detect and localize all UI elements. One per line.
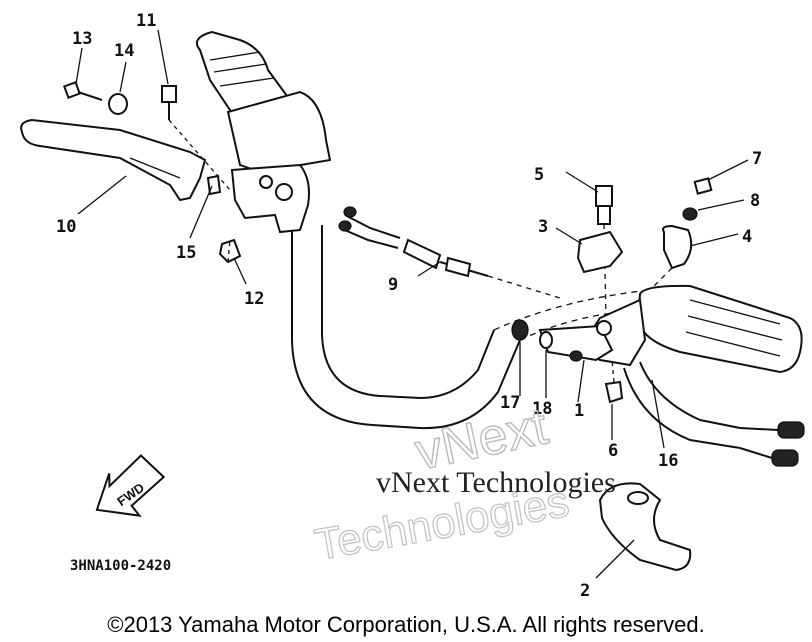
callout-17: 17 — [500, 393, 520, 413]
watermark-line1: vNext Technologies — [376, 466, 616, 499]
copyright-notice: ©2013 Yamaha Motor Corporation, U.S.A. A… — [107, 612, 705, 637]
callout-18: 18 — [532, 399, 552, 419]
callout-8: 8 — [750, 191, 760, 211]
left-grip-assembly — [196, 30, 332, 234]
right-grip-assembly — [538, 284, 803, 404]
callout-10: 10 — [56, 217, 76, 237]
callout-2: 2 — [580, 581, 590, 601]
throttle-cable — [338, 206, 561, 299]
forward-arrow: FWD — [95, 454, 166, 517]
handlebar — [291, 225, 651, 430]
left-hardware — [63, 81, 242, 264]
callout-12: 12 — [244, 289, 264, 309]
right-hardware — [576, 177, 713, 319]
brake-lever — [598, 482, 692, 572]
clutch-lever — [20, 118, 207, 202]
callout-7: 7 — [752, 149, 762, 169]
callout-15: 15 — [176, 243, 196, 263]
callout-11: 11 — [136, 11, 156, 31]
callout-9: 9 — [388, 275, 398, 295]
wire-harness — [623, 361, 805, 467]
callout-1: 1 — [574, 401, 584, 421]
leader-lines — [75, 29, 749, 579]
callout-5: 5 — [534, 165, 544, 185]
callout-16: 16 — [658, 451, 678, 471]
diagram-code: 3HNA100-2420 — [70, 558, 171, 574]
callout-4: 4 — [742, 227, 752, 247]
small-parts-17-18 — [511, 319, 583, 362]
callout-3: 3 — [538, 217, 548, 237]
callout-13: 13 — [72, 29, 92, 49]
part-callouts: 13 14 11 10 15 12 5 7 8 3 4 9 17 18 1 6 … — [56, 11, 762, 601]
callout-14: 14 — [114, 41, 134, 61]
callout-6: 6 — [608, 441, 618, 461]
